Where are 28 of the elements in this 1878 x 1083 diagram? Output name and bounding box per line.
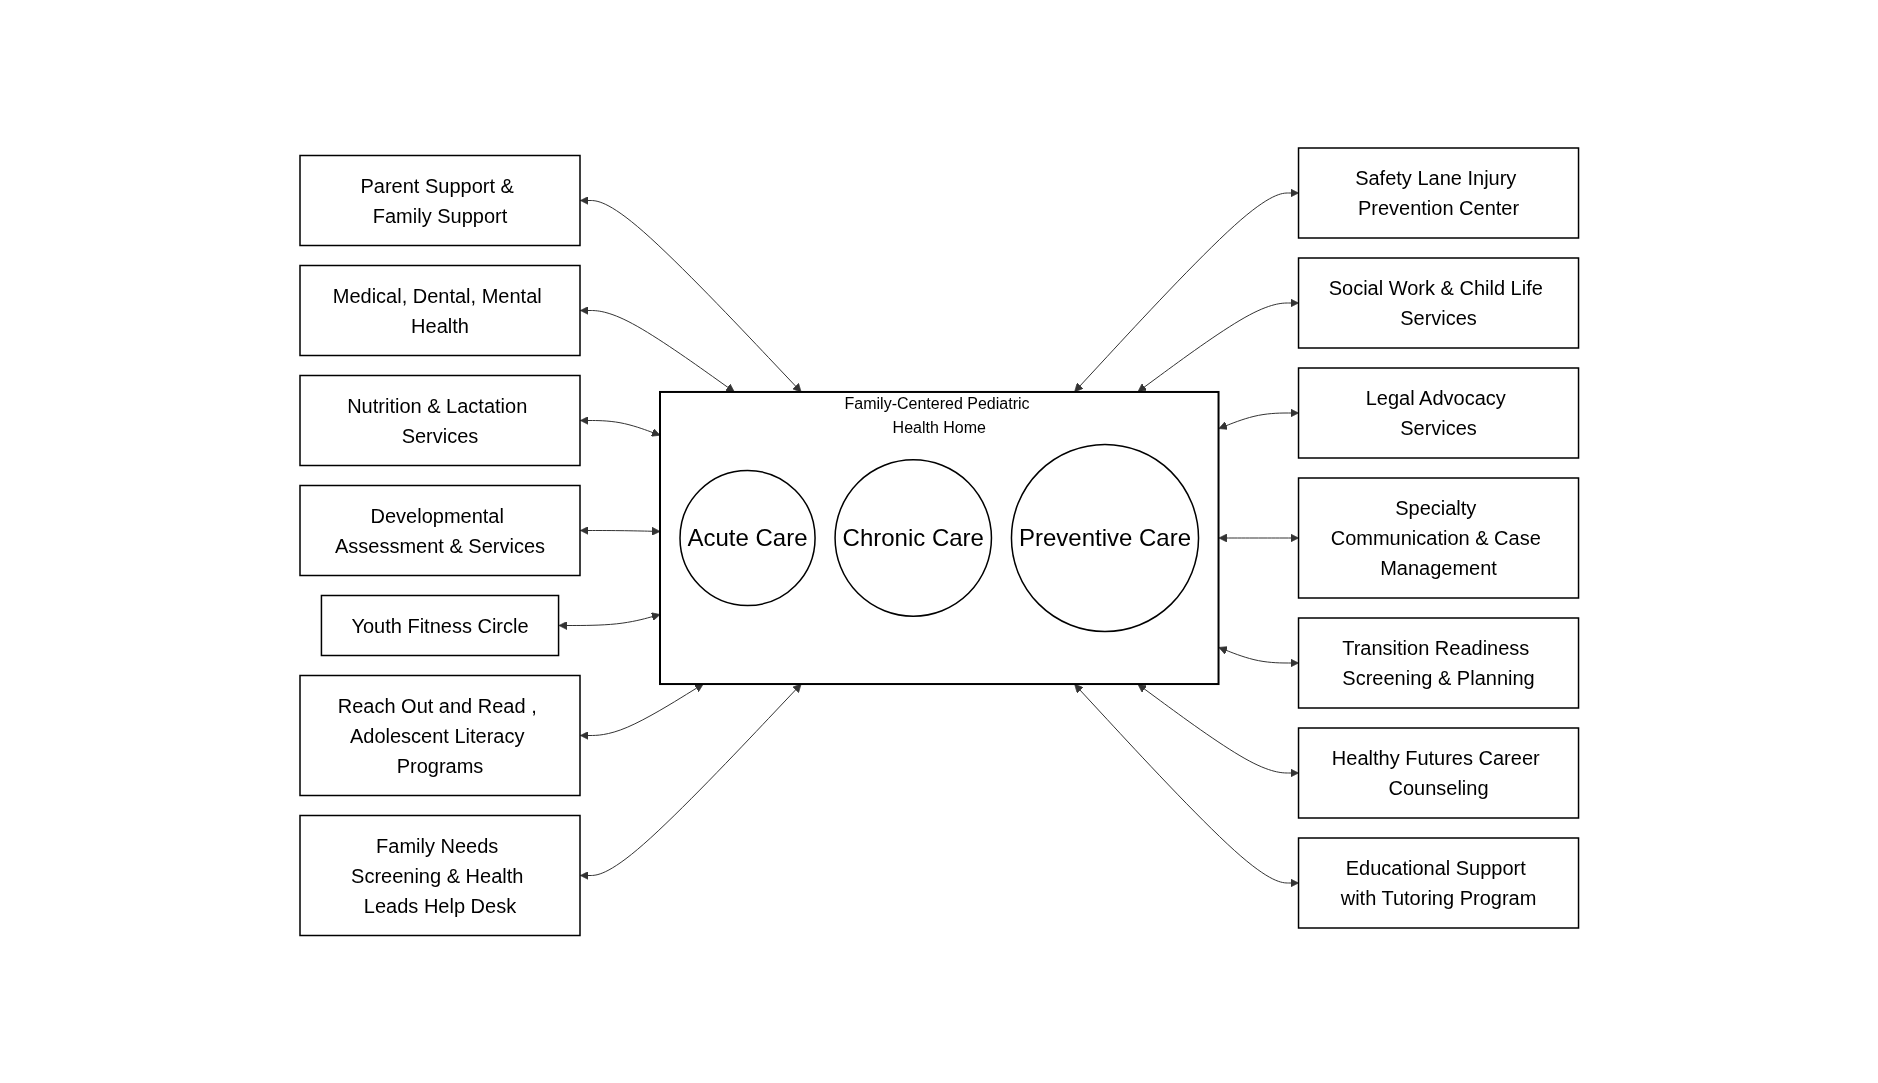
arrow [579, 683, 802, 880]
node-box: Parent Support & Family Support [299, 154, 581, 246]
arrow [1218, 533, 1299, 543]
node-box: Legal Advocacy Services [1297, 367, 1579, 459]
node-circle: Acute Care [679, 469, 816, 607]
node-box: Family Needs Screening & Health Leads Help Desk [299, 814, 581, 936]
arrow [1218, 408, 1299, 430]
node-box: Educational Support with Tutoring Program [1297, 837, 1579, 929]
arrow [1074, 188, 1299, 392]
arrow [579, 683, 704, 740]
arrow [1137, 298, 1299, 392]
node-box: Transition Readiness Screening & Planning [1297, 617, 1579, 709]
arrow [1137, 683, 1299, 778]
node-box: Specialty Communication & Case Management [1297, 477, 1579, 599]
arrow [579, 305, 735, 393]
node-box: Reach Out and Read , Adolescent Literacy Programs [299, 674, 581, 796]
node-circle: Preventive Care [1010, 443, 1199, 633]
node-box: Developmental Assessment & Services [299, 484, 581, 576]
node-box: Healthy Futures Career Counseling [1297, 727, 1579, 819]
node-box: Medical, Dental, Mental Health [299, 264, 581, 356]
arrow [1074, 683, 1299, 888]
node-box: Nutrition & Lactation Services [299, 374, 581, 466]
arrow [1218, 646, 1299, 668]
node-circle: Chronic Care [834, 458, 992, 617]
node-box: Social Work & Child Life Services [1297, 257, 1579, 349]
node-box: Youth Fitness Circle [320, 594, 560, 656]
arrow [579, 195, 802, 393]
node-box: Safety Lane Injury Prevention Center [1297, 147, 1579, 239]
